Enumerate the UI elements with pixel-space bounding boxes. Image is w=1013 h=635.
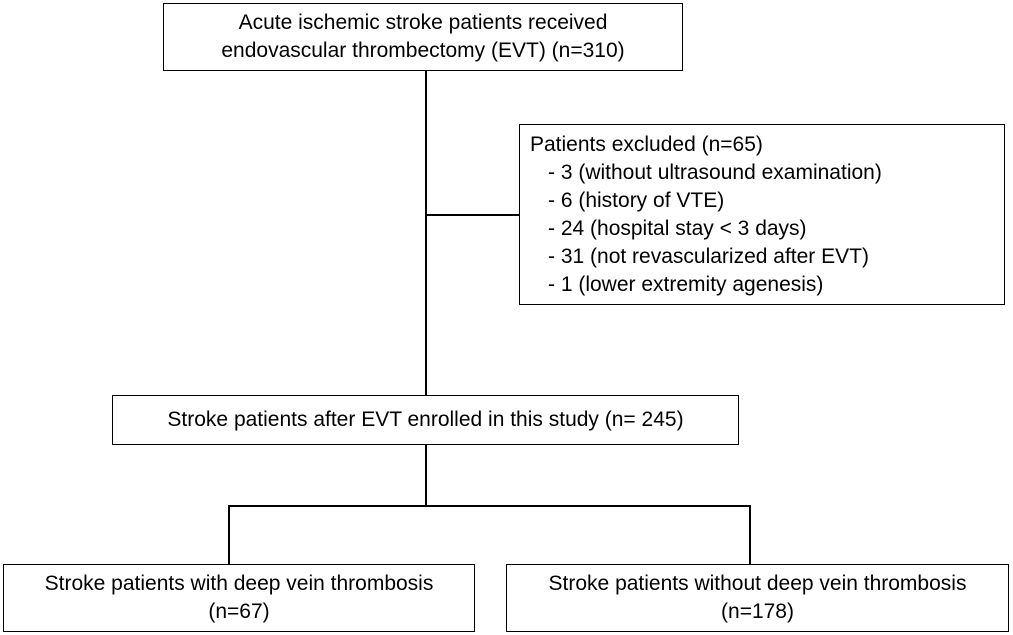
initial-cohort-line1: Acute ischemic stroke patients received bbox=[238, 11, 608, 34]
no-dvt-group-line2: (n=178) bbox=[721, 600, 794, 623]
excluded-title: Patients excluded (n=65) bbox=[530, 133, 763, 156]
dvt-group-line2: (n=67) bbox=[208, 600, 270, 623]
excluded-patients-box: Patients excluded (n=65) - 3 (without ul… bbox=[519, 124, 1005, 305]
no-dvt-group-box: Stroke patients without deep vein thromb… bbox=[506, 564, 1009, 632]
excluded-reason-item: - 1 (lower extremity agenesis) bbox=[548, 273, 824, 296]
excluded-reason-item: - 31 (not revascularized after EVT) bbox=[548, 245, 869, 268]
initial-cohort-box: Acute ischemic stroke patients received … bbox=[163, 3, 683, 71]
dvt-group-box: Stroke patients with deep vein thrombosi… bbox=[3, 564, 475, 632]
initial-cohort-line2: endovascular thrombectomy (EVT) (n=310) bbox=[221, 39, 625, 62]
connector-to-dvt bbox=[228, 505, 230, 564]
excluded-reason-item: - 6 (history of VTE) bbox=[548, 189, 725, 212]
excluded-reason-item: - 3 (without ultrasound examination) bbox=[548, 161, 882, 184]
connector-to-excluded bbox=[425, 214, 519, 216]
connector-to-no-dvt bbox=[749, 505, 751, 564]
connector-enrolled-down bbox=[425, 445, 427, 505]
no-dvt-group-line1: Stroke patients without deep vein thromb… bbox=[548, 572, 967, 595]
connector-split-horizontal bbox=[228, 505, 750, 507]
excluded-reason-item: - 24 (hospital stay < 3 days) bbox=[548, 217, 807, 240]
excluded-reasons-list: - 3 (without ultrasound examination) - 6… bbox=[530, 159, 994, 299]
connector-top-to-enrolled bbox=[425, 71, 427, 395]
enrolled-cohort-box: Stroke patients after EVT enrolled in th… bbox=[112, 395, 739, 445]
enrolled-cohort-text: Stroke patients after EVT enrolled in th… bbox=[167, 408, 684, 431]
dvt-group-line1: Stroke patients with deep vein thrombosi… bbox=[44, 572, 434, 595]
